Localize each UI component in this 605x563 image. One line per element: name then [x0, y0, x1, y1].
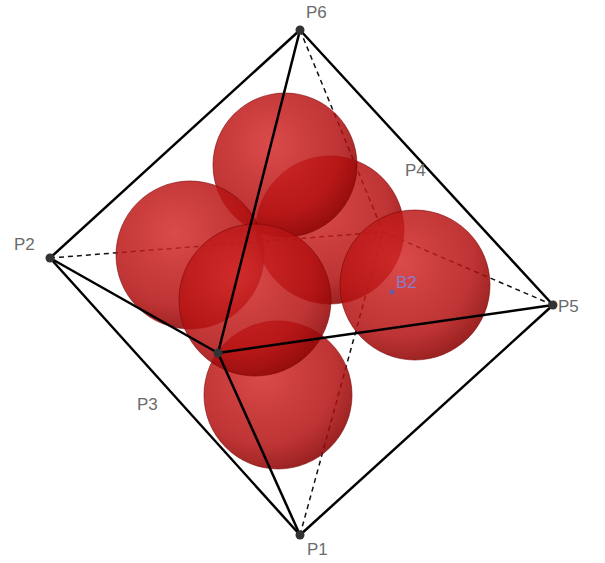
- vertex-label: P5: [558, 298, 579, 315]
- edge-line: [300, 305, 553, 535]
- edge-line: [50, 30, 300, 258]
- vertex-dot: [214, 349, 223, 358]
- vertex-label: P6: [306, 4, 327, 21]
- point-dot: [390, 290, 395, 295]
- edge-line: [50, 258, 218, 353]
- vertex-dots: [46, 26, 558, 540]
- edge-line: [218, 353, 300, 535]
- edge-line: [218, 305, 553, 353]
- sphere: [179, 224, 331, 376]
- vertex-label: P3: [137, 396, 158, 413]
- vertex-label: P4: [405, 162, 426, 179]
- vertex-label: P1: [307, 541, 328, 558]
- vertex-dot: [296, 531, 305, 540]
- edge-line: [300, 30, 553, 305]
- dashed-back-edges: [50, 30, 553, 535]
- edge-line: [50, 258, 300, 535]
- vertex-label: P2: [14, 236, 35, 253]
- vertex-dot: [549, 301, 558, 310]
- vertex-dot: [46, 254, 55, 263]
- vertex-dot: [296, 26, 305, 35]
- point-label: B2: [396, 274, 417, 291]
- front-edges: [50, 30, 553, 535]
- sphere: [340, 210, 490, 360]
- edge-line: [218, 30, 300, 353]
